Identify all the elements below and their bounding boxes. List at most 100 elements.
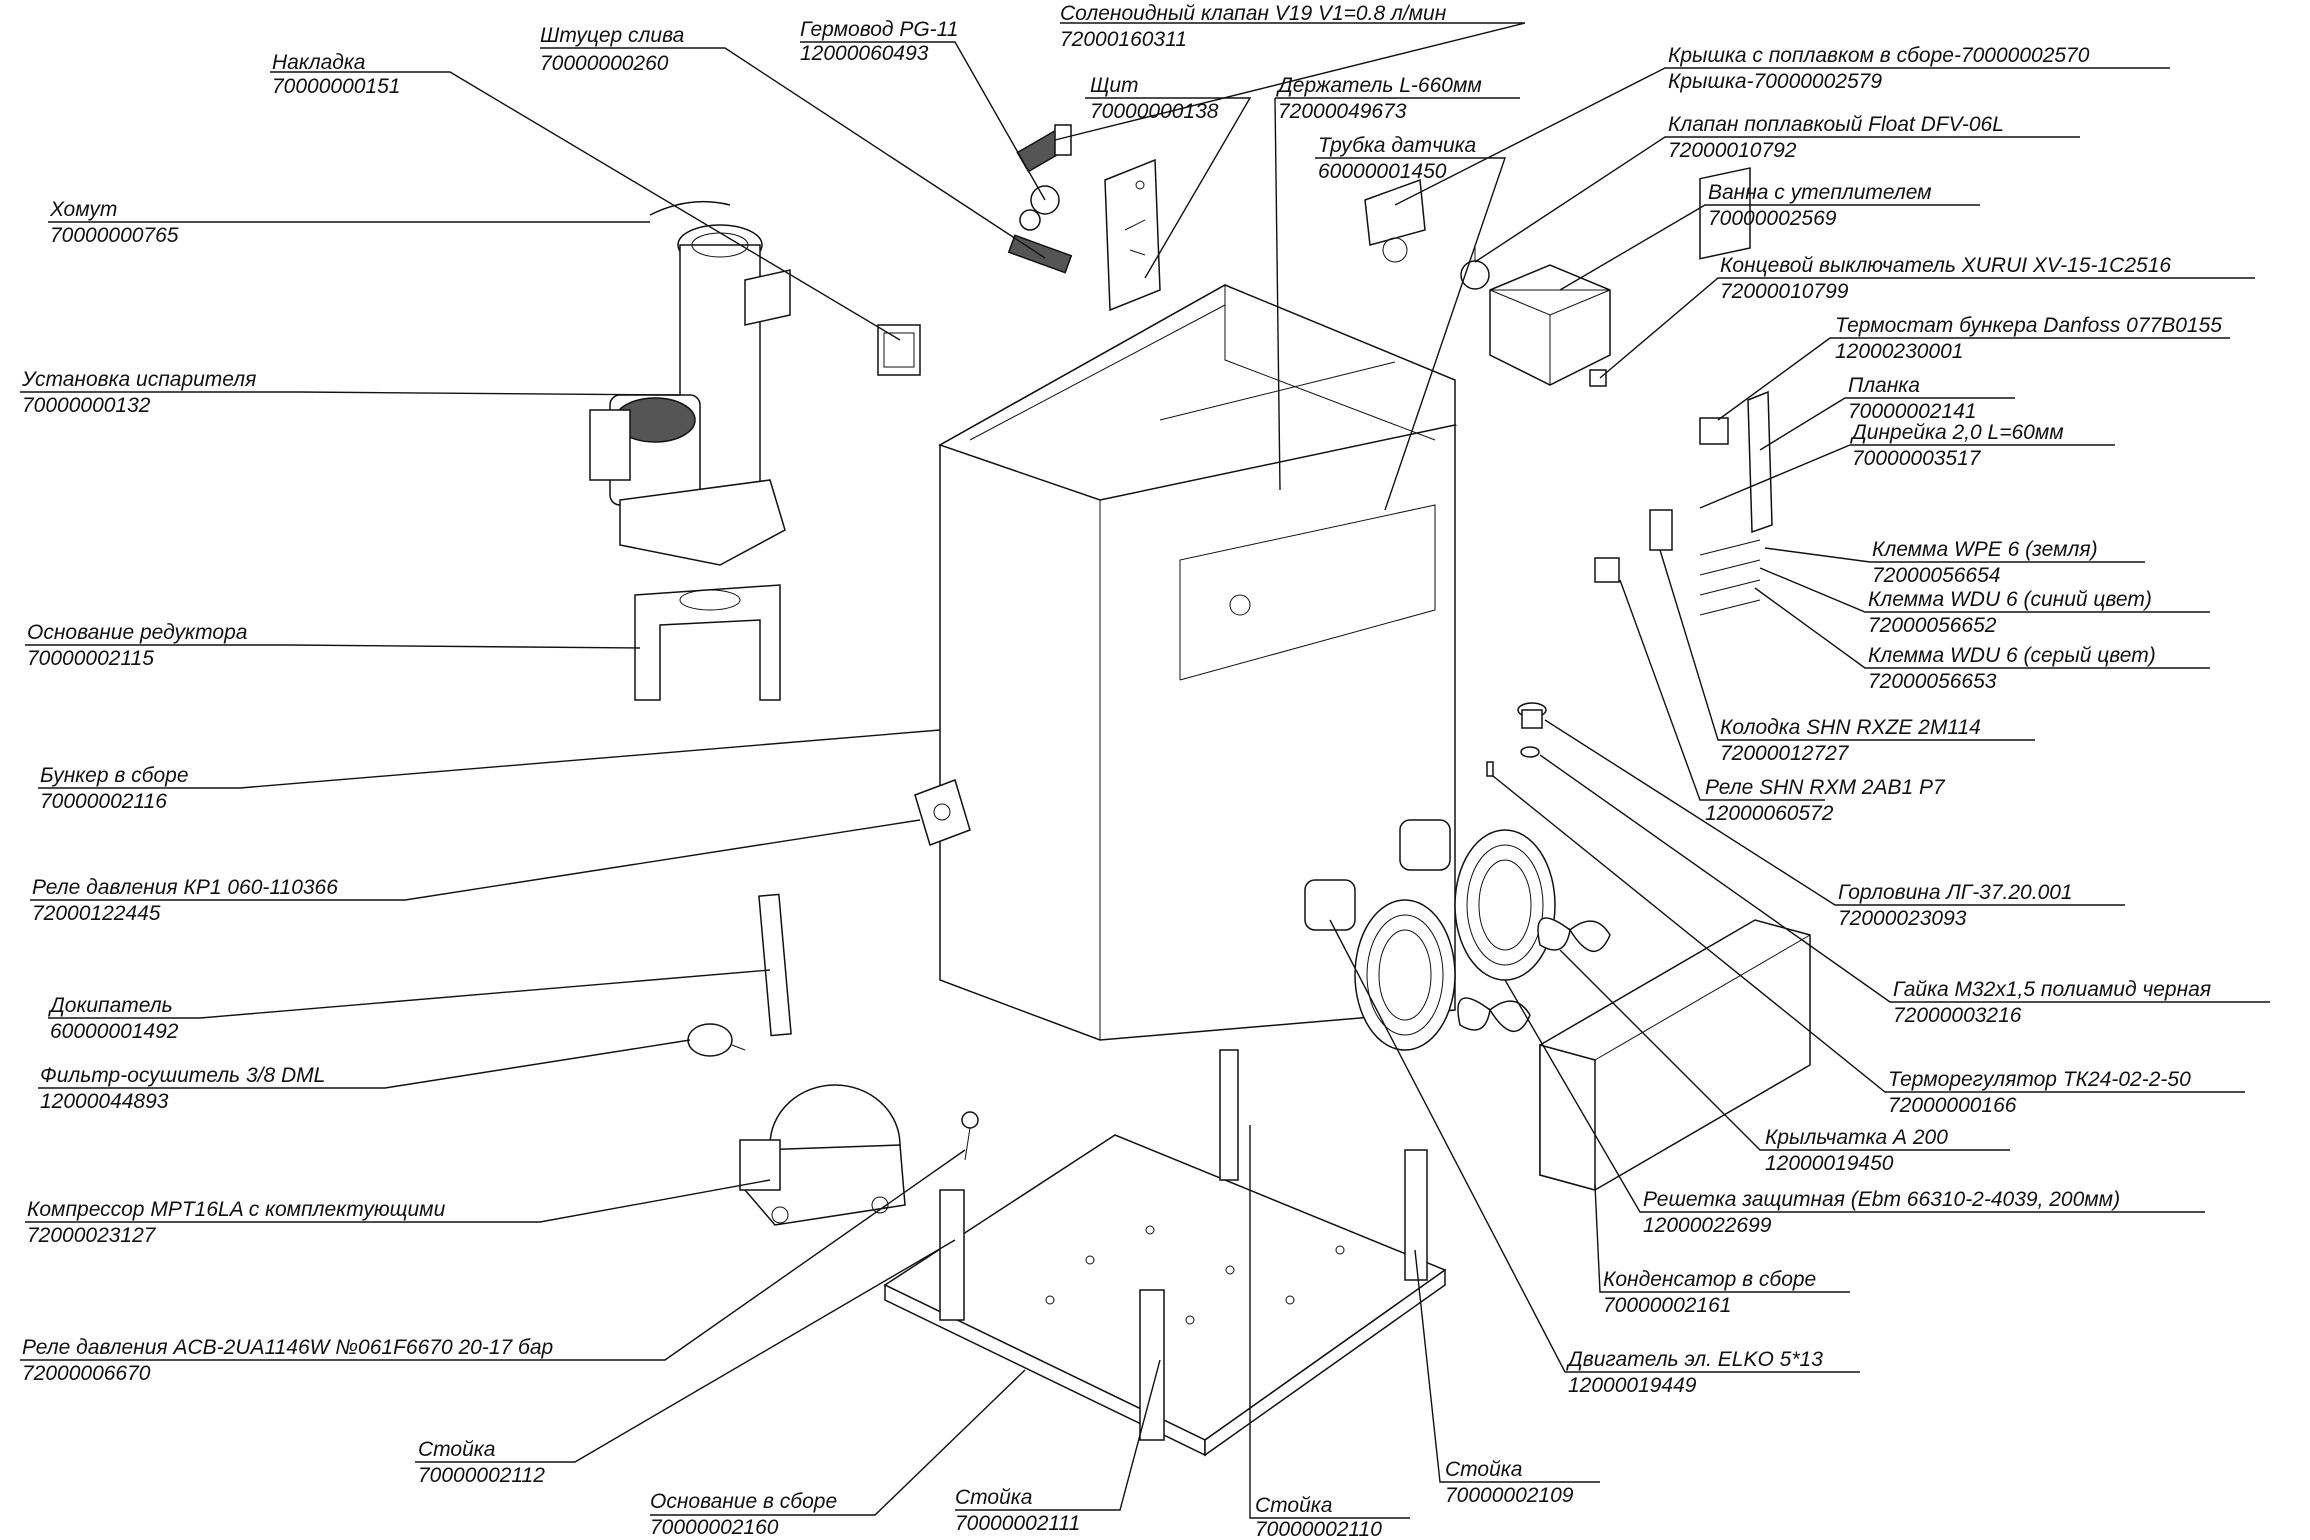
label-name: Реле SHN RXM 2AB1 P7 — [1705, 776, 1946, 799]
label-name: Компрессор MPT16LA с комплектующими — [27, 1198, 446, 1221]
label-name: Клемма WPE 6 (земля) — [1872, 538, 2098, 561]
callout-terminal-wdu6-blue: Клемма WDU 6 (синий цвет) 72000056652 — [1759, 567, 2210, 637]
label-code: 12000060572 — [1705, 802, 1834, 825]
callout-nakladka: Накладка 70000000151 — [270, 51, 901, 341]
label-name: Стойка — [955, 1486, 1032, 1509]
callout-float-cover: Крышка с поплавком в сборе-70000002570 К… — [1394, 44, 2170, 206]
label-code: 72000049673 — [1278, 100, 1407, 123]
label-name: Основание в сборе — [650, 1490, 837, 1513]
label-name: Терморегулятор ТК24-02-2-50 — [1888, 1068, 2191, 1091]
label-name: Установка испарителя — [21, 368, 256, 391]
label-name: Клемма WDU 6 (серый цвет) — [1868, 644, 2156, 667]
label-name: Крышка с поплавком в сборе-70000002570 — [1668, 44, 2090, 67]
callout-thermoregulator: Терморегулятор ТК24-02-2-50 72000000166 — [1492, 775, 2245, 1117]
callout-neck: Горловина ЛГ-37.20.001 72000023093 — [1544, 719, 2125, 930]
callout-relay-shn: Реле SHN RXM 2AB1 P7 12000060572 — [1619, 579, 1946, 825]
callout-filter-drier: Фильтр-осушитель 3/8 DML 12000044893 — [38, 1039, 691, 1113]
callout-post-2111: Стойка 70000002111 — [955, 1359, 1161, 1535]
pressure-relay-acb-drawing — [961, 1111, 979, 1161]
reboiler-drawing — [758, 893, 792, 1037]
float-cover-drawing — [1364, 178, 1426, 263]
label-code: 70000002141 — [1848, 400, 1976, 423]
compressor-drawing — [739, 1084, 906, 1226]
callout-din-rail: Динрейка 2,0 L=60мм 70000003517 — [1699, 421, 2115, 509]
label-code: 12000019449 — [1568, 1374, 1697, 1397]
label-name: Горловина ЛГ-37.20.001 — [1838, 881, 2073, 904]
callout-limit-switch: Концевой выключатель XURUI XV-15-1C2516 … — [1599, 254, 2255, 379]
label-name: Основание редуктора — [27, 621, 247, 644]
label-code: 70000002110 — [1255, 1518, 1382, 1540]
label-name: Бункер в сборе — [40, 764, 189, 787]
parts-drawings — [589, 124, 1811, 1457]
label-name: Концевой выключатель XURUI XV-15-1C2516 — [1720, 254, 2171, 277]
label-name: Соленоидный клапан V19 V1=0.8 л/мин — [1060, 2, 1447, 25]
callout-gearbox-base: Основание редуктора 70000002115 — [25, 621, 641, 670]
float-valve-drawing — [1460, 245, 1490, 290]
shield-drawing — [1104, 158, 1161, 312]
posts-drawing — [939, 1049, 1428, 1441]
label-name: Конденсатор в сборе — [1603, 1268, 1816, 1291]
label-name: Гермовод PG-11 — [800, 18, 958, 41]
label-name: Стойка — [1445, 1458, 1522, 1481]
pressure-relay-kp1-drawing — [914, 779, 971, 846]
callout-bunker-assembly: Бункер в сборе 70000002116 — [38, 729, 941, 813]
label-code: 70000000151 — [272, 75, 400, 98]
callout-impeller: Крыльчатка А 200 12000019450 — [1559, 949, 2010, 1175]
label-code: 70000002161 — [1603, 1294, 1731, 1317]
label-code: 60000001492 — [50, 1020, 179, 1043]
label-name: Решетка защитная (Ebm 66310-2-4039, 200м… — [1643, 1188, 2120, 1211]
callout-nut: Гайка М32х1,5 полиамид черная 7200000321… — [1539, 754, 2270, 1027]
label-code: 70000002569 — [1708, 207, 1837, 230]
label-name: Реле давления ACB-2UA1146W №061F6670 20-… — [22, 1336, 553, 1359]
label-code: 72000056654 — [1872, 564, 2000, 587]
callout-pressure-relay-kp1: Реле давления КР1 060-110366 72000122445 — [30, 819, 921, 925]
label-code: 12000019450 — [1765, 1152, 1894, 1175]
callout-insulated-tray: Ванна с утеплителем 70000002569 — [1559, 181, 1980, 291]
label-code: 70000002112 — [418, 1464, 545, 1487]
label-code: 70000002116 — [40, 790, 167, 813]
callout-cable-gland: Гермовод PG-11 12000060493 — [800, 18, 1046, 201]
label-code: 72000000166 — [1888, 1094, 2017, 1117]
callout-relay-socket: Колодка SHN RXZE 2M114 72000012727 — [1659, 549, 2035, 765]
callout-float-valve: Клапан поплавкоый Float DFV-06L 72000010… — [1474, 113, 2080, 263]
label-code: 72000056653 — [1868, 670, 1997, 693]
label-code: 72000010799 — [1720, 280, 1849, 303]
label-code: 70000002160 — [650, 1516, 779, 1539]
callout-evaporator-unit: Установка испарителя 70000000132 — [20, 368, 681, 417]
label-name: Накладка — [272, 51, 366, 74]
label-name: Термостат бункера Danfoss 077B0155 — [1835, 314, 2222, 337]
callout-protective-grille: Решетка защитная (Ebm 66310-2-4039, 200м… — [1504, 979, 2205, 1237]
label-code: 70000002109 — [1445, 1484, 1574, 1507]
label-code: 72000003216 — [1893, 1004, 2022, 1027]
label-code: 12000230001 — [1835, 340, 1963, 363]
callout-post-2110: Стойка 70000002110 — [1249, 1125, 1410, 1540]
label-name: Динрейка 2,0 L=60мм — [1850, 421, 2064, 444]
neck-nut-drawing — [1486, 702, 1547, 777]
label-name: Реле давления КР1 060-110366 — [32, 876, 338, 899]
label-code: 60000001450 — [1318, 160, 1447, 183]
label-name: Стойка — [1255, 1494, 1332, 1517]
label-name: Штуцер слива — [540, 24, 684, 47]
label-name: Планка — [1848, 374, 1920, 397]
label-code: 72000010792 — [1668, 139, 1797, 162]
label-code: 70000002115 — [27, 647, 154, 670]
callout-post-2112: Стойка 70000002112 — [415, 1239, 956, 1487]
callout-terminal-wdu6-grey: Клемма WDU 6 (серый цвет) 72000056653 — [1754, 587, 2210, 693]
label-name: Щит — [1090, 74, 1139, 97]
label-name: Ванна с утеплителем — [1708, 181, 1932, 204]
callout-solenoid-valve: Соленоидный клапан V19 V1=0.8 л/мин 7200… — [1054, 2, 1526, 141]
callout-post-2109: Стойка 70000002109 — [1414, 1249, 1600, 1507]
label-code: 72000056652 — [1868, 614, 1997, 637]
label-name: Колодка SHN RXZE 2M114 — [1720, 716, 1981, 739]
callouts: Накладка 70000000151 Штуцер слива 700000… — [20, 2, 2270, 1540]
label-name: Крыльчатка А 200 — [1765, 1126, 1948, 1149]
thermostat-plank-drawing — [1699, 390, 1773, 534]
overlay-panel-drawing — [877, 324, 921, 376]
callout-clamp: Хомут 70000000765 — [48, 198, 650, 247]
label-code: 70000000138 — [1090, 100, 1219, 123]
label-code: 70000000132 — [22, 394, 151, 417]
insulated-tray-drawing — [1489, 264, 1611, 386]
label-code: 72000122445 — [32, 902, 161, 925]
callout-electric-motor: Двигатель эл. ELKO 5*13 12000019449 — [1329, 919, 1860, 1397]
